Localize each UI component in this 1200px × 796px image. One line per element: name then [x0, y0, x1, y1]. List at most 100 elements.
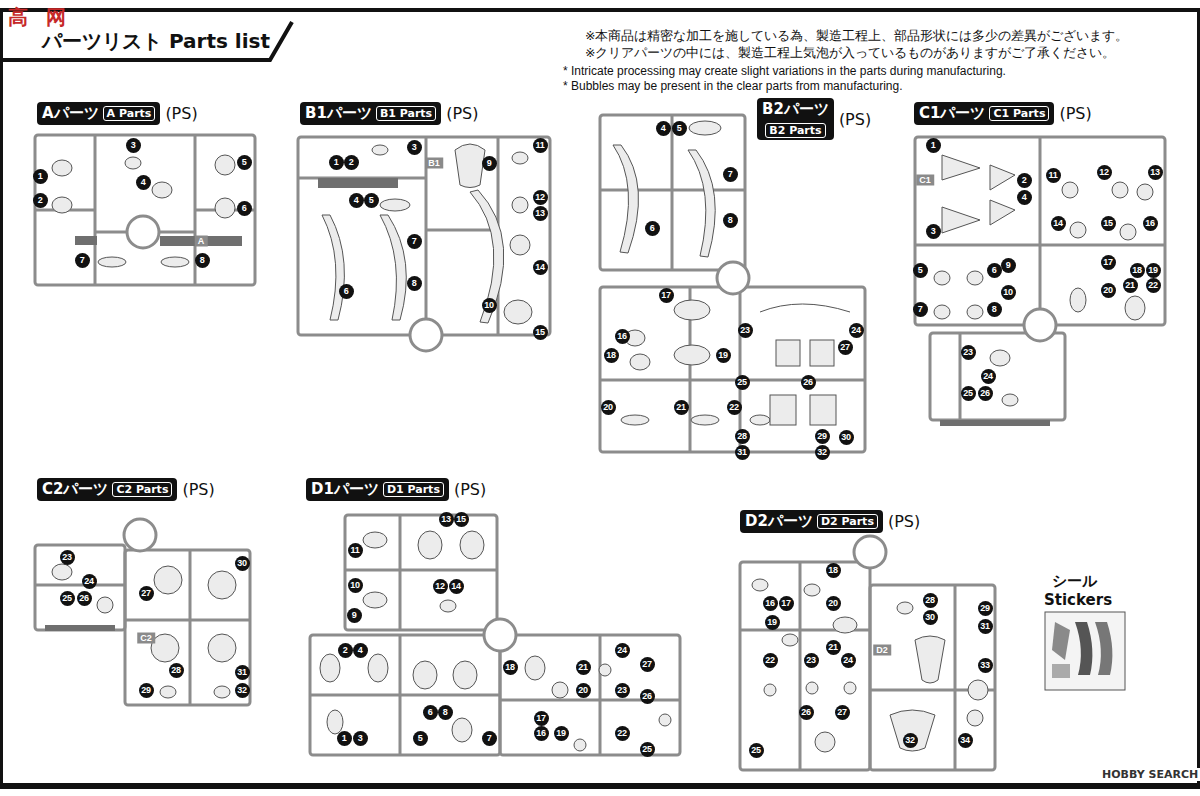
part: [967, 271, 983, 285]
callout-number: 6: [645, 221, 660, 236]
part: [160, 686, 176, 698]
part: [810, 340, 834, 366]
sprue-tag: [75, 236, 97, 245]
callout-number: 21: [674, 400, 689, 415]
section-subtitle: D1 Parts: [383, 482, 444, 497]
sprue-runner: [915, 137, 1165, 420]
section-subtitle: A Parts: [103, 106, 156, 121]
callout-number: 1: [337, 731, 352, 746]
callout-number: 8: [438, 705, 453, 720]
section-tag: D1パーツ D1 Parts: [306, 478, 449, 501]
part: [1002, 394, 1018, 406]
callout-number: 8: [195, 253, 210, 268]
section-title: C2パーツ: [42, 480, 108, 499]
part: [1070, 222, 1086, 238]
callout-number: 21: [576, 660, 591, 675]
section-title: Aパーツ: [42, 104, 99, 123]
part: [98, 257, 126, 267]
callout-number: 31: [735, 445, 750, 460]
callout-number: 24: [615, 643, 630, 658]
part: [630, 354, 650, 370]
sticker-heading: Stickers: [1044, 591, 1112, 609]
callout-number: 5: [237, 155, 252, 170]
sprue-tag: [940, 420, 1050, 426]
callout-number: 28: [169, 663, 184, 678]
callout-number: 21: [826, 640, 841, 655]
callout-number: 19: [716, 348, 731, 363]
part: [152, 182, 172, 198]
callout-number: 32: [815, 445, 830, 460]
part: [990, 350, 1010, 366]
callout-number: 23: [961, 345, 976, 360]
callout-number: 8: [407, 276, 422, 291]
callout-number: 22: [1146, 278, 1161, 293]
watermark: 高: [8, 4, 28, 31]
part: [363, 532, 387, 548]
section-tag: B1パーツB1 Parts: [300, 102, 441, 125]
callout-number: 21: [1123, 278, 1138, 293]
part: [1120, 224, 1136, 240]
sprue-code: D2: [873, 645, 891, 656]
callout-number: 20: [601, 400, 616, 415]
sprue-runner: [600, 115, 865, 452]
callout-number: 7: [913, 302, 928, 317]
callout-number: 27: [835, 705, 850, 720]
callout-number: 22: [615, 726, 630, 741]
sprue-frame: [600, 287, 865, 452]
callout-number: 9: [347, 608, 362, 623]
part: [689, 121, 721, 135]
callout-number: 12: [533, 190, 548, 205]
callout-number: 16: [534, 726, 549, 741]
callout-number: 29: [815, 429, 830, 444]
part: [510, 235, 530, 255]
callout-number: 26: [77, 591, 92, 606]
section-tag: Aパーツ A Parts: [37, 102, 160, 125]
callout-number: 23: [60, 550, 75, 565]
callout-number: 16: [615, 329, 630, 344]
part: [154, 566, 182, 594]
callout-number: 24: [841, 653, 856, 668]
part: [215, 155, 235, 175]
sprue-code: A: [195, 236, 208, 247]
material-code: (PS): [454, 480, 486, 499]
part: [990, 165, 1015, 190]
callout-number: 5: [364, 193, 379, 208]
sprue-runner: [740, 562, 995, 770]
part: [915, 636, 945, 683]
sprue-frame: [35, 135, 255, 285]
material-code: (PS): [1059, 104, 1091, 123]
callout-number: 2: [344, 155, 359, 170]
part: [453, 661, 477, 689]
part: [613, 145, 638, 253]
callout-number: 25: [640, 742, 655, 757]
part: [968, 680, 988, 700]
part: [674, 300, 710, 320]
part: [552, 682, 568, 698]
part: [460, 531, 484, 559]
sprue-frame: [345, 515, 497, 630]
callout-number: 25: [749, 743, 764, 758]
material-code: (PS): [888, 512, 920, 531]
part: [512, 197, 528, 213]
callout-number: 18: [604, 348, 619, 363]
callout-number: 6: [987, 263, 1002, 278]
sprue-ring: [854, 536, 886, 568]
callout-number: 2: [33, 193, 48, 208]
callout-number: 26: [978, 386, 993, 401]
section-title: D1パーツ: [311, 480, 379, 499]
callout-number: 13: [439, 512, 454, 527]
title-rule: [0, 22, 292, 60]
part: [1070, 288, 1086, 312]
callout-number: 25: [735, 375, 750, 390]
sticker-sheet: [1045, 612, 1125, 690]
sticker-sheet: [1045, 612, 1125, 690]
sprue-frame: [35, 545, 125, 630]
callout-number: 7: [75, 253, 90, 268]
part: [455, 144, 485, 188]
sprue-runner: [298, 137, 498, 335]
part: [691, 415, 719, 425]
section-tag: B2パーツB2 Parts: [757, 98, 834, 140]
callout-number: 28: [923, 593, 938, 608]
part: [380, 215, 406, 320]
sprue-code: C2: [137, 633, 155, 644]
